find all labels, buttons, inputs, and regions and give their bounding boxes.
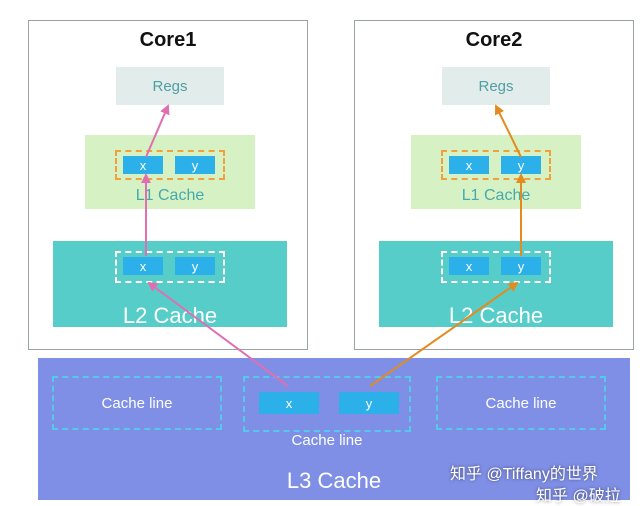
core2-l1-y: y	[501, 156, 541, 174]
core1-regs: Regs	[116, 67, 224, 105]
l3-y: y	[339, 392, 399, 414]
watermark-line2: 知乎 @破拉	[536, 488, 621, 505]
core1-l2-label: L2 Cache	[122, 303, 218, 328]
core1-l1-cache: x y L1 Cache	[85, 135, 255, 209]
core2-l2-x: x	[449, 257, 489, 275]
core1-l1-label: L1 Cache	[135, 187, 205, 204]
l3-cache-line-middle: x y	[243, 376, 411, 432]
l3-x: x	[259, 392, 319, 414]
core1-box: Core1 Regs x y L1 Cache x y L2 Cache	[28, 20, 308, 350]
core2-l1-cache: x y L1 Cache	[411, 135, 581, 209]
core1-l1-cache-line: x y	[115, 150, 225, 180]
core2-l1-label: L1 Cache	[461, 187, 531, 204]
core1-title: Core1	[139, 29, 197, 51]
core1-l2-x: x	[123, 257, 163, 275]
core1-l2-y: y	[175, 257, 215, 275]
core2-title: Core2	[465, 29, 523, 51]
l3-cache: Cache line x y Cache line Cache line L3 …	[38, 358, 630, 500]
core2-l1-x: x	[449, 156, 489, 174]
core2-l2-y: y	[501, 257, 541, 275]
core1-l1-x: x	[123, 156, 163, 174]
core1-l2-cache-line: x y	[115, 251, 225, 283]
core2-l1-cache-line: x y	[441, 150, 551, 180]
core1-l2-cache: x y L2 Cache	[53, 241, 287, 328]
core1-l1-y: y	[175, 156, 215, 174]
core2-l2-cache: x y L2 Cache	[379, 241, 613, 328]
core2-regs: Regs	[442, 67, 550, 105]
core2-l2-label: L2 Cache	[448, 303, 544, 328]
core2-box: Core2 Regs x y L1 Cache x y L2 Cache	[354, 20, 634, 350]
l3-cache-line-left: Cache line	[52, 376, 222, 430]
core2-l2-cache-line: x y	[441, 251, 551, 283]
watermark-line1: 知乎 @Tiffany的世界	[450, 466, 598, 483]
l3-cache-line-middle-label: Cache line	[291, 432, 363, 449]
l3-cache-line-right: Cache line	[436, 376, 606, 430]
l3-label: L3 Cache	[286, 468, 382, 493]
